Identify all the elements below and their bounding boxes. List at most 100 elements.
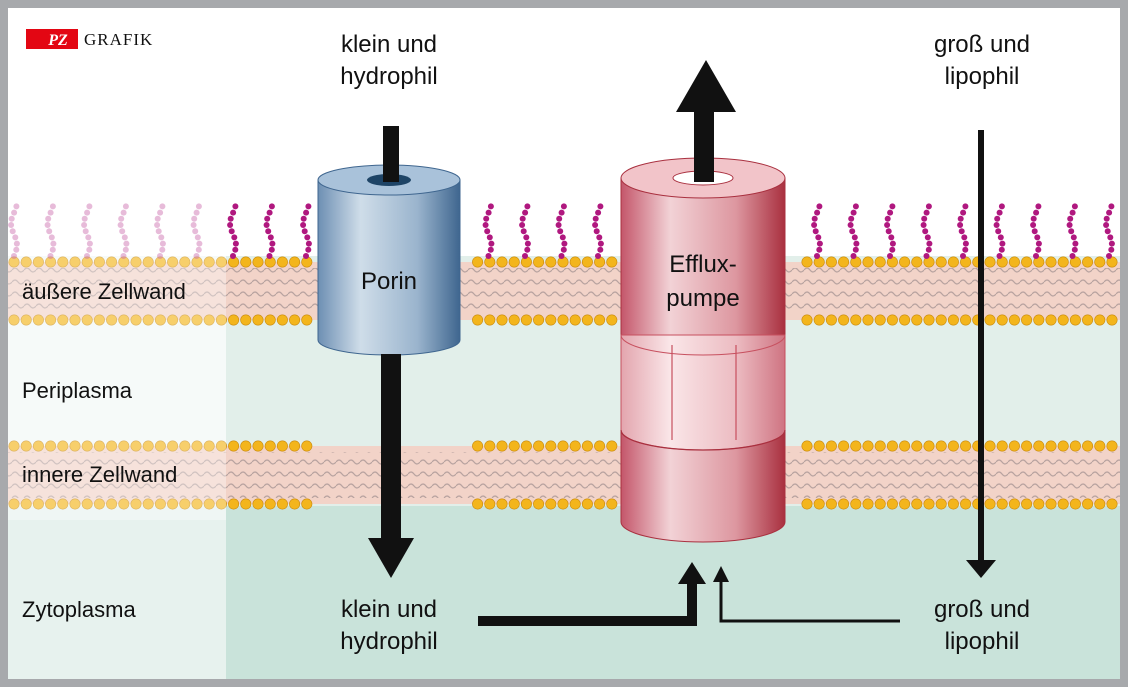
lipid-head [20, 314, 32, 326]
lipid-head [545, 498, 557, 510]
lps-chain [920, 203, 933, 259]
lipid-head [130, 256, 142, 268]
lipid-head [142, 498, 154, 510]
large-molecule-bottom-line2: lipophil [945, 628, 1020, 655]
lipid-head [45, 256, 57, 268]
lipid-head [57, 498, 69, 510]
lps-chain [847, 203, 860, 259]
lipid-head [130, 440, 142, 452]
lipophil-to-pump-arrow [713, 566, 900, 623]
lipid-head [191, 440, 203, 452]
lipid-head [496, 498, 508, 510]
lipid-head [862, 440, 874, 452]
lipid-head [1033, 440, 1045, 452]
lipid-head [20, 256, 32, 268]
lipid-head [1106, 440, 1118, 452]
lps-chain [957, 203, 969, 259]
lipid-head [947, 256, 959, 268]
lipid-head [1057, 314, 1069, 326]
lipid-head [106, 314, 118, 326]
lipid-head [32, 498, 44, 510]
lps-chain [993, 203, 1006, 259]
lipid-head [154, 256, 166, 268]
lipid-head [594, 314, 606, 326]
lipid-head [606, 440, 618, 452]
lipid-head [20, 440, 32, 452]
lps-chain [592, 203, 604, 259]
lipid-head [1106, 256, 1118, 268]
lipid-head [167, 256, 179, 268]
lipid-head [154, 498, 166, 510]
pz-grafik-logo: PZ GRAFIK [26, 29, 152, 49]
lipid-head [264, 440, 276, 452]
lps-chain [519, 203, 531, 259]
lipid-head [886, 440, 898, 452]
lipid-head [545, 256, 557, 268]
lipid-head [899, 440, 911, 452]
lipid-head [923, 314, 935, 326]
lipid-head [520, 498, 532, 510]
porin-entry-arrow-shaft [383, 126, 399, 182]
lipid-head [1033, 498, 1045, 510]
lipid-head [935, 314, 947, 326]
lipid-head [911, 314, 923, 326]
lipid-head [508, 440, 520, 452]
lipid-head [191, 256, 203, 268]
lipid-head [69, 440, 81, 452]
lipid-head [947, 314, 959, 326]
lipid-head [935, 256, 947, 268]
lipid-head [899, 498, 911, 510]
lipid-head [484, 440, 496, 452]
lipid-head [276, 440, 288, 452]
lipid-head [289, 440, 301, 452]
lipid-head [1069, 440, 1081, 452]
lipid-head [142, 256, 154, 268]
layer-label-inner-wall: innere Zellwand [22, 462, 177, 487]
lipid-head [996, 440, 1008, 452]
lipid-head [1021, 314, 1033, 326]
lipid-head [472, 256, 484, 268]
lipid-head [252, 498, 264, 510]
layer-label-outer-wall: äußere Zellwand [22, 279, 186, 304]
hydrophil-to-pump-arrow [478, 562, 706, 626]
lipid-head [594, 498, 606, 510]
lipid-head [472, 314, 484, 326]
lipid-head [545, 440, 557, 452]
lipid-head [825, 440, 837, 452]
lipid-head [81, 440, 93, 452]
lipid-head [911, 440, 923, 452]
lipid-head [301, 314, 313, 326]
lipid-head [813, 498, 825, 510]
lipid-head [581, 498, 593, 510]
lipid-head [1082, 314, 1094, 326]
lipid-head [179, 256, 191, 268]
lipid-head [130, 314, 142, 326]
lipid-head [228, 498, 240, 510]
lipid-head [533, 498, 545, 510]
lipid-head [911, 256, 923, 268]
lipid-head [203, 440, 215, 452]
small-molecule-bottom-line1: klein und [341, 596, 437, 623]
lipid-head [508, 256, 520, 268]
lipid-head [8, 314, 20, 326]
lipid-head [606, 256, 618, 268]
lipid-head [118, 440, 130, 452]
lps-chain [190, 203, 203, 259]
lipid-head [1008, 498, 1020, 510]
porin-down-arrow [368, 354, 414, 578]
lipid-head [1045, 498, 1057, 510]
lipid-head [20, 498, 32, 510]
lipid-head [32, 314, 44, 326]
lipid-head [118, 498, 130, 510]
lipid-head [191, 314, 203, 326]
lipid-head [203, 314, 215, 326]
lipid-head [1094, 498, 1106, 510]
lipid-head [484, 498, 496, 510]
lipid-head [69, 314, 81, 326]
lipid-head [252, 440, 264, 452]
large-molecule-top-line2: lipophil [945, 63, 1020, 90]
lipid-head [520, 440, 532, 452]
lipid-head [838, 314, 850, 326]
lipid-head [874, 314, 886, 326]
small-molecule-top-line1: klein und [341, 31, 437, 58]
